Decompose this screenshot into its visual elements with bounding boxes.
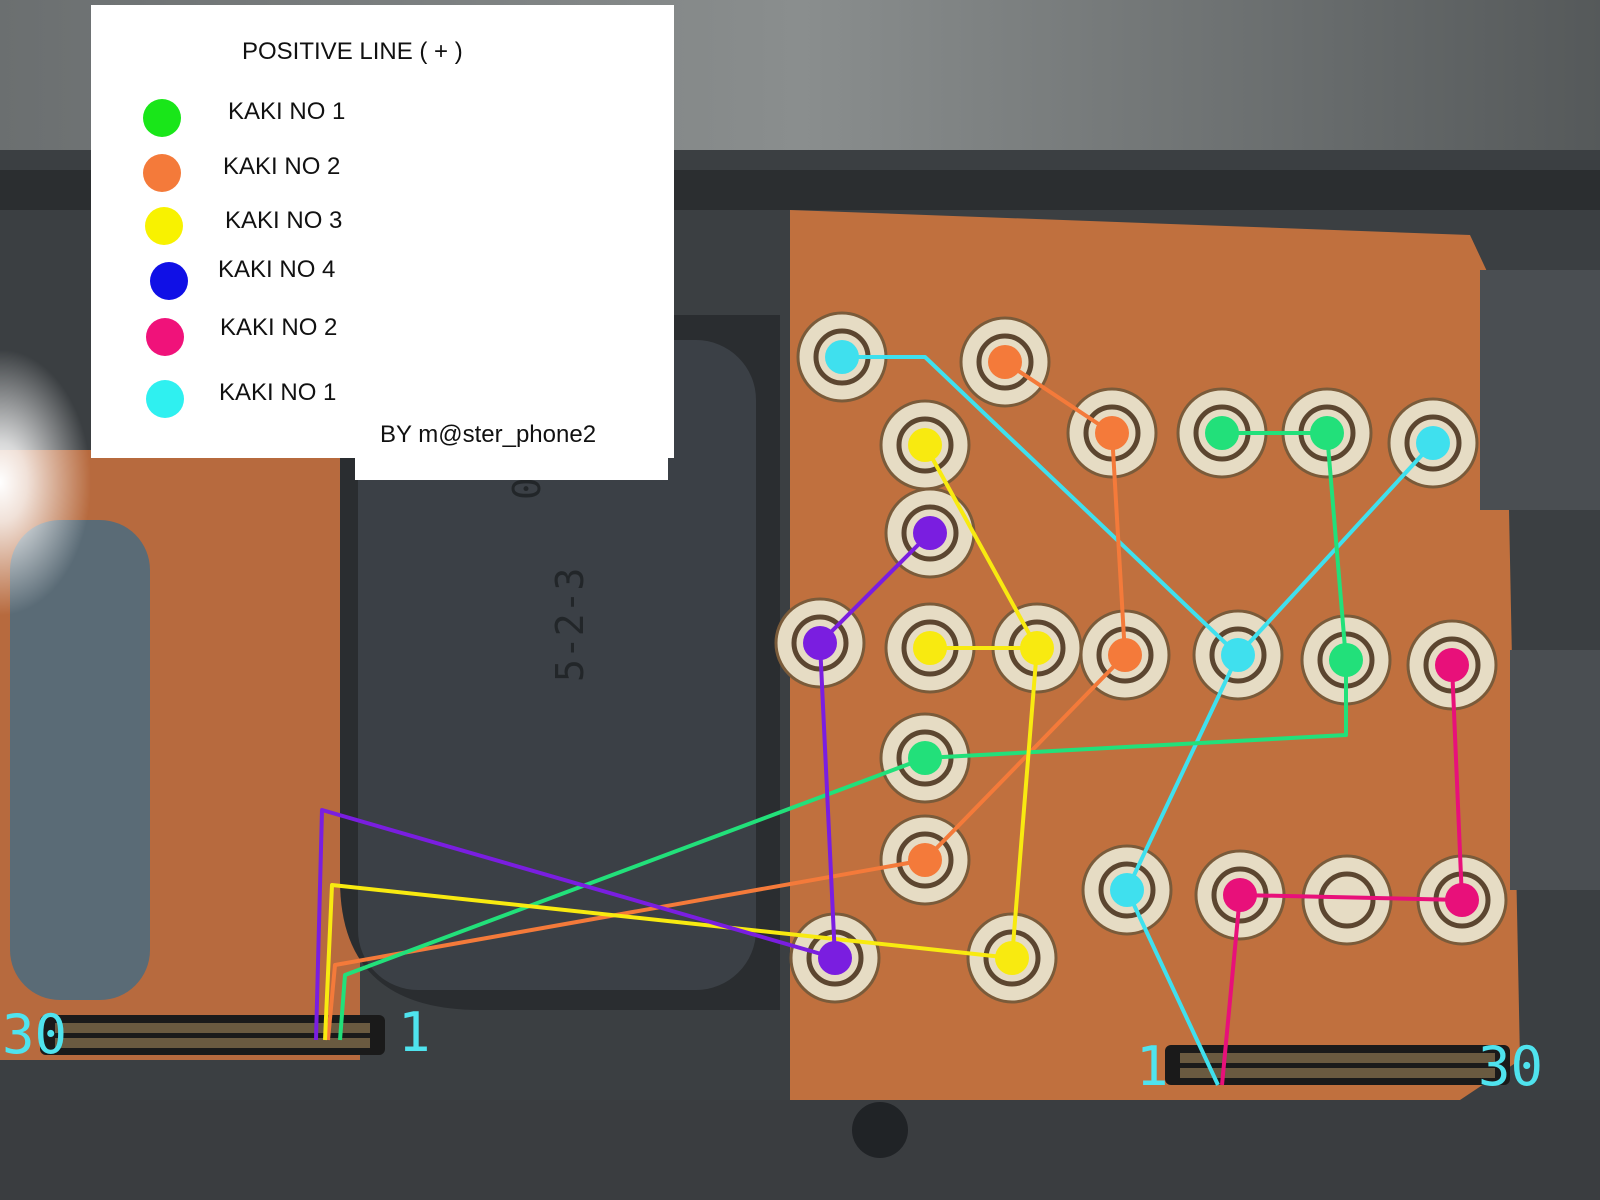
legend-dot-1 <box>143 99 181 137</box>
legend-panel-ext <box>355 440 668 480</box>
marker-green <box>908 741 942 775</box>
marker-orange <box>908 843 942 877</box>
marker-orange <box>988 345 1022 379</box>
bottom-bezel <box>0 1100 1600 1200</box>
marker-cyan <box>1221 638 1255 672</box>
marker-green <box>1205 416 1239 450</box>
legend-label-5: KAKI NO 2 <box>220 314 338 341</box>
trace-cyan-1 <box>842 355 1240 657</box>
legend-label-1: KAKI NO 1 <box>228 98 346 125</box>
legend-dot-6 <box>146 380 184 418</box>
legend-label-6: KAKI NO 1 <box>219 379 337 406</box>
legend-dot-4 <box>150 262 188 300</box>
trace-magenta <box>1220 664 1464 1086</box>
marker-purple <box>818 941 852 975</box>
right-connector-pin-1: 1 <box>1136 1035 1169 1098</box>
right-connector-pin-30: 30 <box>1478 1035 1544 1098</box>
credit-text: BY m@ster_phone2 <box>380 421 597 448</box>
legend-label-3: KAKI NO 3 <box>225 207 343 234</box>
left-connector <box>40 1015 385 1055</box>
legend-dot-5 <box>146 318 184 356</box>
legend-title: POSITIVE LINE ( + ) <box>242 38 463 65</box>
board-revision: 5-2-3 <box>548 567 592 682</box>
marker-purple <box>913 516 947 550</box>
legend-dot-2 <box>143 154 181 192</box>
marker-orange <box>1095 416 1129 450</box>
marker-cyan <box>1110 873 1144 907</box>
pcb-pad <box>1301 854 1393 946</box>
marker-green <box>1310 416 1344 450</box>
marker-magenta <box>1223 878 1257 912</box>
marker-magenta <box>1435 648 1469 682</box>
legend-dot-3 <box>145 207 183 245</box>
left-connector-pin-1: 1 <box>398 1001 431 1064</box>
trace-orange <box>326 360 1127 1041</box>
marker-yellow <box>1020 631 1054 665</box>
marker-cyan <box>1416 426 1450 460</box>
right-side-flap <box>1480 270 1600 510</box>
marker-yellow <box>908 428 942 462</box>
marker-cyan <box>825 340 859 374</box>
legend-label-2: KAKI NO 2 <box>223 153 341 180</box>
right-connector <box>1165 1045 1510 1085</box>
recess-inner <box>358 340 756 990</box>
marker-magenta <box>1445 883 1479 917</box>
right-lower-flap <box>1510 650 1600 890</box>
marker-orange <box>1108 638 1142 672</box>
marker-yellow <box>913 631 947 665</box>
mount-hole <box>852 1102 908 1158</box>
marker-yellow <box>995 941 1029 975</box>
legend-label-4: KAKI NO 4 <box>218 256 336 283</box>
legend-panel <box>91 5 674 458</box>
marker-purple <box>803 626 837 660</box>
left-connector-pin-30: 30 <box>2 1003 68 1066</box>
marker-green <box>1329 643 1363 677</box>
